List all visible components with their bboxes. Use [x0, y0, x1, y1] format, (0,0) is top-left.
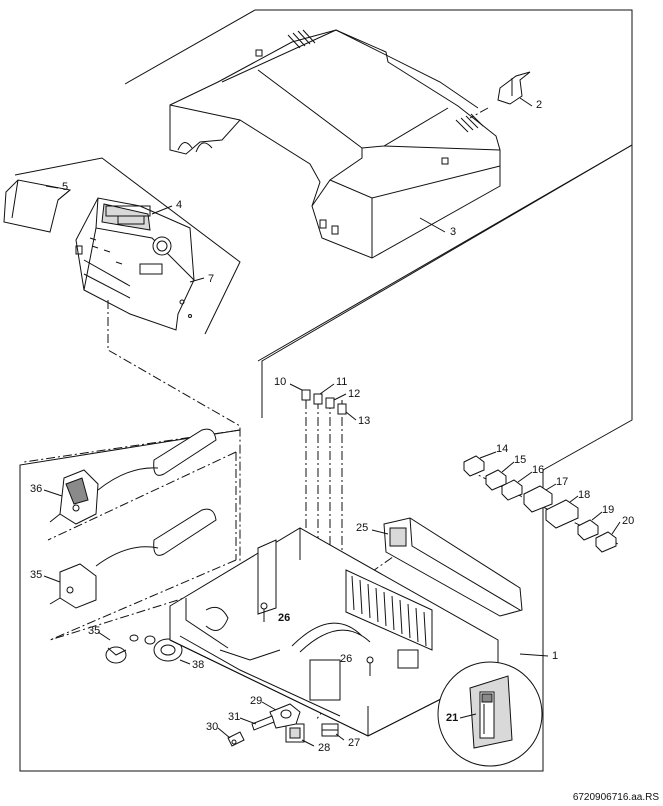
leader-15	[501, 461, 515, 473]
callout-12: 12	[348, 388, 361, 400]
part-28	[285, 723, 305, 743]
plug-20-part	[595, 531, 617, 553]
leader-7	[189, 277, 205, 283]
callout-18: 18	[578, 489, 591, 501]
callout-5: 5	[62, 181, 69, 193]
callout-26b: 26	[340, 653, 353, 665]
plug-14-part	[463, 455, 485, 477]
callout-2: 2	[536, 99, 543, 111]
leader-13	[345, 411, 357, 421]
callout-35b: 35	[88, 625, 101, 637]
leader-36	[43, 489, 63, 497]
callout-30: 30	[206, 721, 219, 733]
leader-3	[419, 217, 446, 233]
plug-16-part	[501, 479, 523, 501]
leader-2	[519, 97, 533, 107]
plug-12-part	[325, 397, 335, 409]
callout-31: 31	[228, 711, 241, 723]
callout-35a: 35	[30, 569, 43, 581]
leader-5	[45, 185, 59, 189]
panel-outline-base	[19, 429, 544, 772]
controller-unit-part	[75, 197, 195, 331]
callout-25: 25	[356, 522, 369, 534]
plug-18-part	[545, 499, 579, 529]
callout-38: 38	[192, 659, 205, 671]
leader-17	[545, 483, 557, 491]
leader-11	[319, 383, 335, 395]
panel-outline-connectors	[261, 144, 633, 471]
callout-29: 29	[250, 695, 263, 707]
callout-7: 7	[208, 273, 215, 285]
top-cover-part	[169, 29, 501, 259]
cover-flap-part	[3, 179, 72, 233]
panel-outline-cover	[124, 9, 633, 362]
leader-27	[335, 733, 345, 741]
callout-26a: 26	[278, 612, 291, 624]
part-27	[321, 723, 339, 737]
leader-16	[517, 471, 533, 483]
leader-35b	[97, 631, 111, 641]
leader-30	[217, 727, 231, 739]
leader-38	[179, 659, 191, 665]
plug-10-part	[301, 389, 311, 401]
sensor-36-part	[49, 428, 217, 525]
sensor-35-part	[49, 508, 217, 609]
part-31	[251, 715, 275, 731]
leader-20	[611, 521, 621, 535]
plug-19-part	[577, 519, 599, 541]
screw-26b-part	[366, 656, 374, 676]
callout-11: 11	[336, 376, 348, 388]
callout-14: 14	[496, 443, 509, 455]
leader-10	[289, 383, 303, 391]
leader-19	[591, 511, 603, 521]
base-chassis-part	[169, 527, 499, 737]
callout-4: 4	[176, 199, 183, 211]
knob-35-part	[105, 634, 139, 664]
callout-16: 16	[532, 464, 545, 476]
circuit-board-part	[383, 517, 523, 617]
drawing-code: 6720906716.aa.RS	[572, 792, 659, 803]
bracket-part	[497, 71, 531, 105]
plug-13-part	[337, 403, 347, 415]
part-30	[227, 731, 245, 747]
part-29	[269, 703, 301, 729]
callout-21: 21	[446, 712, 459, 724]
leader-1	[519, 653, 549, 657]
detail-circle-21	[437, 661, 543, 767]
plug-11-part	[313, 393, 323, 405]
callout-13: 13	[358, 415, 371, 427]
leader-12	[333, 393, 347, 401]
leader-18	[569, 495, 579, 503]
leader-29	[261, 701, 277, 711]
callout-3: 3	[450, 226, 457, 238]
callout-17: 17	[556, 476, 569, 488]
callout-19: 19	[602, 504, 615, 516]
leader-21	[459, 713, 477, 719]
callout-20: 20	[622, 515, 635, 527]
callout-10: 10	[274, 376, 287, 388]
callout-27: 27	[348, 737, 361, 749]
callout-36: 36	[30, 483, 43, 495]
leader-14	[479, 451, 497, 459]
leader-31	[239, 717, 257, 725]
callout-1: 1	[552, 650, 559, 662]
knob-38-part	[144, 635, 183, 662]
callout-28: 28	[318, 742, 331, 754]
plug-17-part	[523, 485, 553, 513]
leader-35a	[43, 575, 61, 583]
leader-25	[371, 529, 389, 535]
callout-15: 15	[514, 454, 527, 466]
leader-4	[151, 205, 173, 215]
leader-28	[301, 739, 315, 747]
screw-26a-part	[260, 602, 268, 622]
panel-outline-controller	[14, 157, 241, 335]
